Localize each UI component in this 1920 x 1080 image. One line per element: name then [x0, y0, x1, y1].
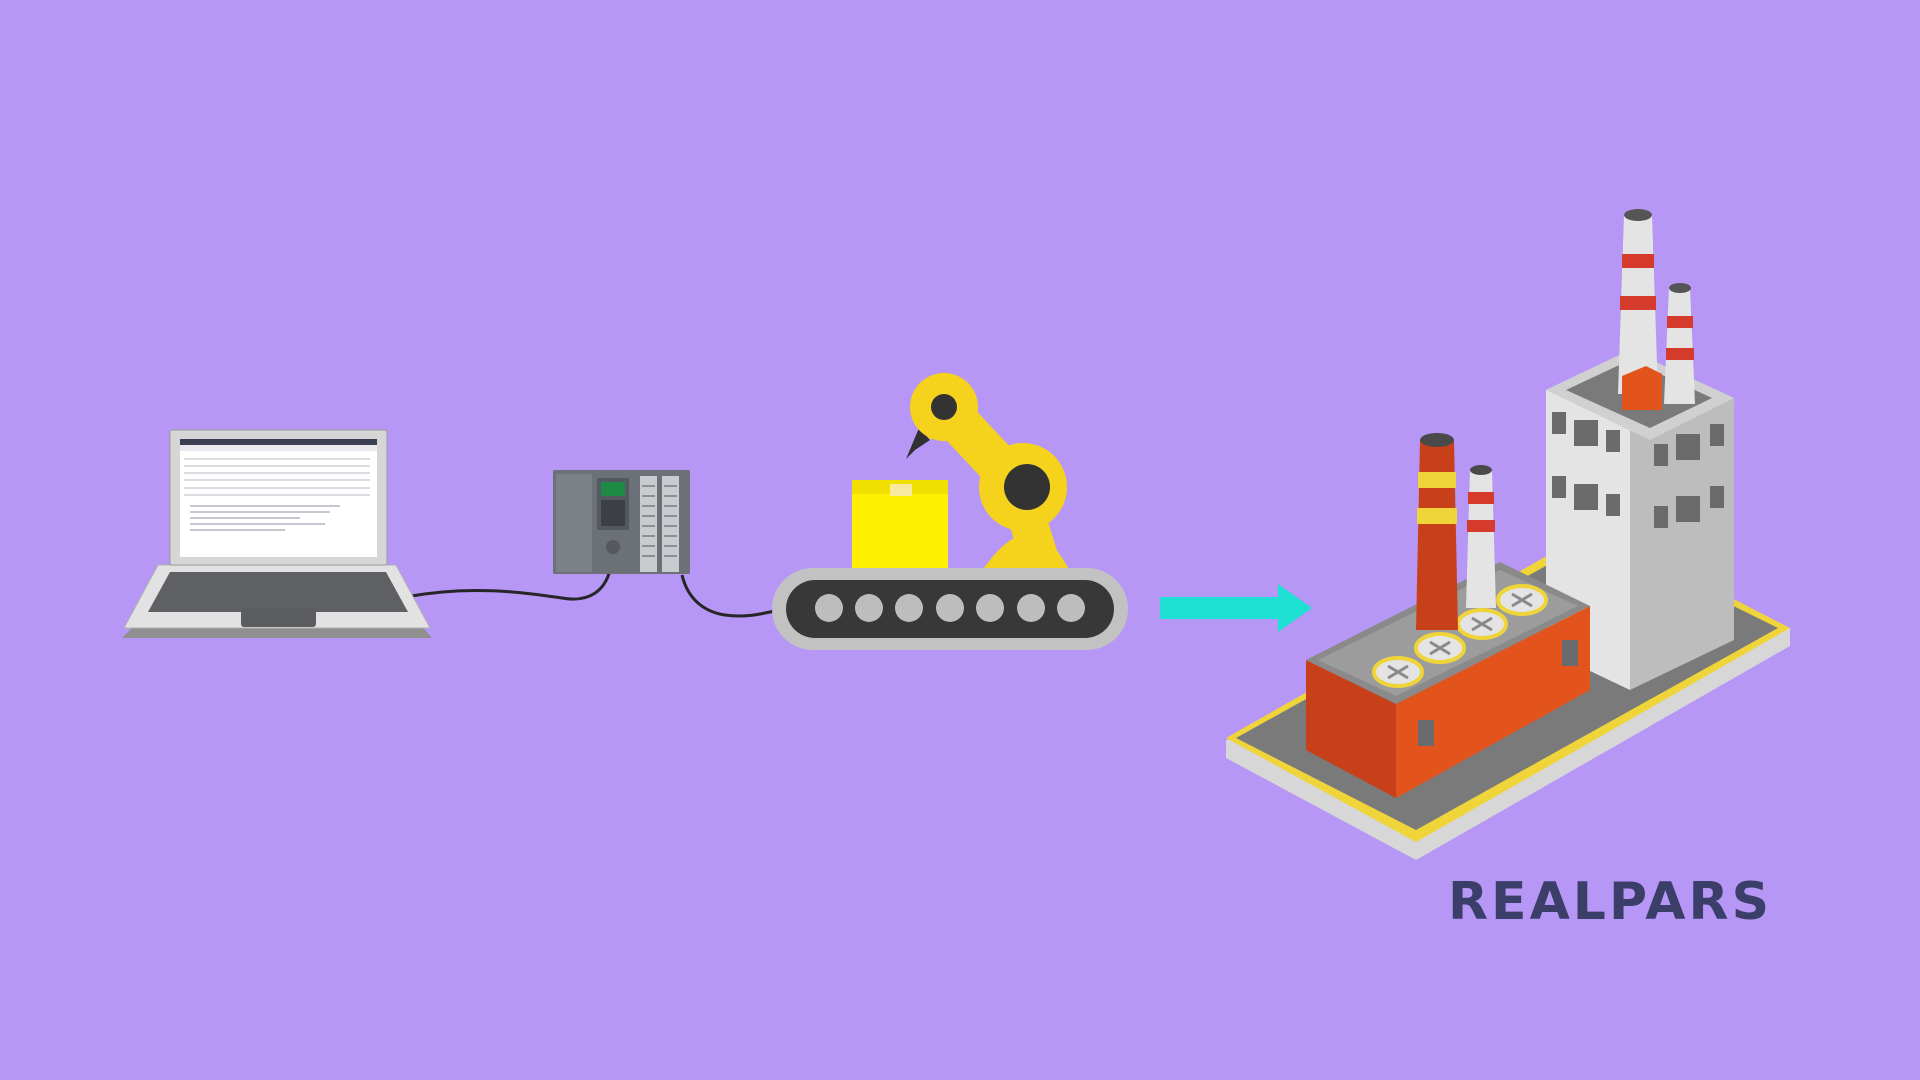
- flow-arrow-icon: [1160, 584, 1312, 632]
- plc-conveyor-cable: [680, 574, 776, 618]
- robot-arm-icon: [906, 373, 1068, 579]
- laptop-icon: [122, 429, 432, 638]
- factory-icon: [1226, 209, 1790, 860]
- cables: [404, 569, 776, 618]
- plc-controller-icon: [553, 470, 690, 574]
- conveyor-belt-icon: [772, 568, 1128, 650]
- realpars-logo: REALPARS: [1448, 872, 1773, 932]
- package-box-icon: [852, 480, 948, 570]
- laptop-plc-cable: [404, 569, 612, 601]
